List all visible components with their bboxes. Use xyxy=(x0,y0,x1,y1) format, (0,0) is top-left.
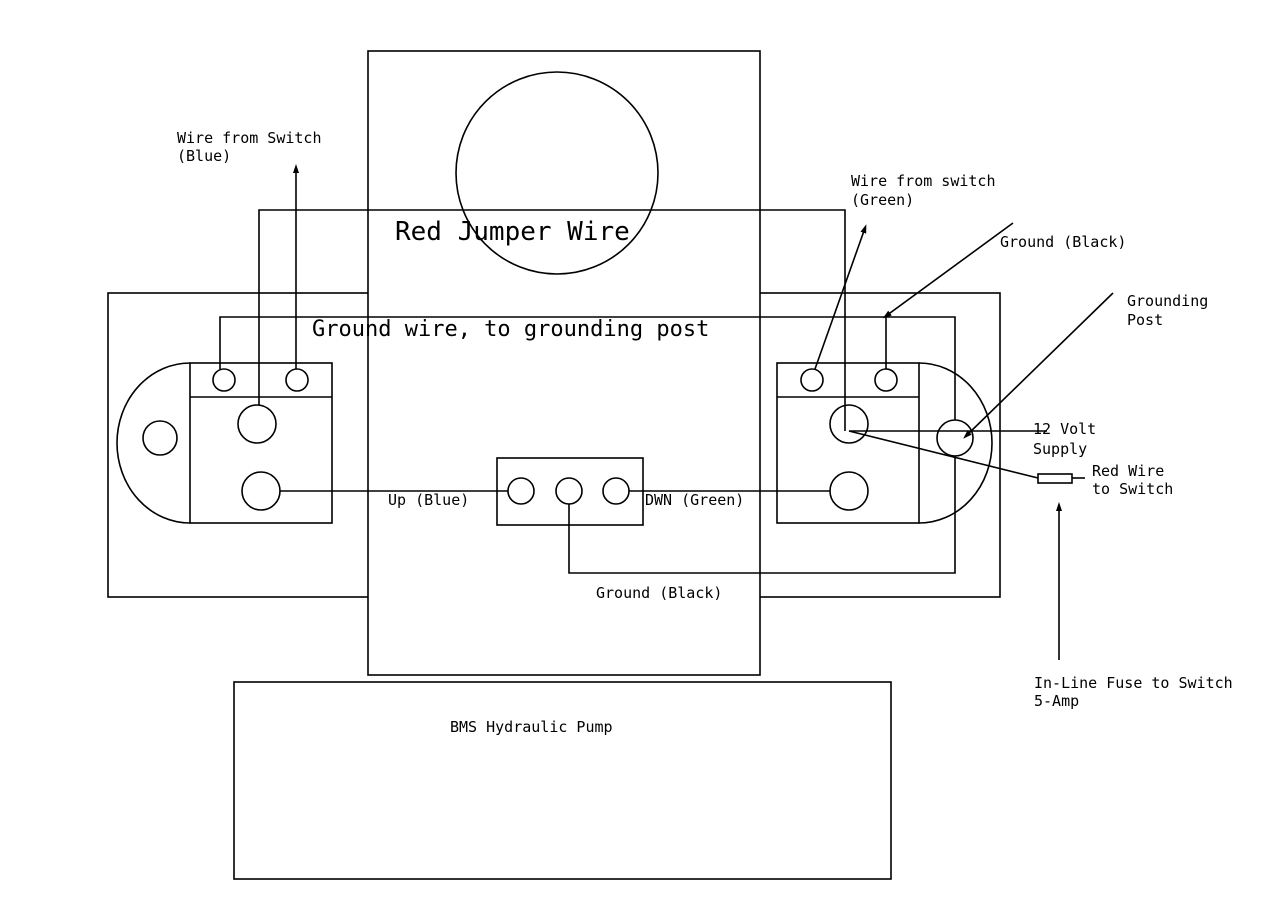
red-wire-switch-label-2: to Switch xyxy=(1092,480,1173,498)
left-small-terminal-1 xyxy=(212,368,236,392)
blue-wire-label-2: (Blue) xyxy=(177,147,231,165)
motor-connector-block xyxy=(496,457,644,526)
fuse-label-2: 5-Amp xyxy=(1034,692,1079,710)
red-wire-switch-label-1: Red Wire xyxy=(1092,462,1164,480)
ground-black-bottom-label: Ground (Black) xyxy=(596,584,722,602)
grounding-post-label-2: Post xyxy=(1127,311,1163,329)
right-solenoid-mount xyxy=(918,362,993,524)
hydraulic-pump xyxy=(233,681,892,880)
green-wire-label-2: (Green) xyxy=(851,191,914,209)
left-large-terminal-top xyxy=(237,404,277,444)
ground-black-wire xyxy=(568,456,956,574)
dwn-green-label: DWN (Green) xyxy=(645,491,744,509)
right-small-terminal-1 xyxy=(800,368,824,392)
pump-label: BMS Hydraulic Pump xyxy=(450,718,613,736)
supply-label-1: 12 Volt xyxy=(1033,420,1096,438)
green-wire-leader xyxy=(814,224,867,370)
ground-wire xyxy=(219,316,956,420)
up-blue-label: Up (Blue) xyxy=(388,491,469,509)
grounding-post-leader xyxy=(963,292,1114,439)
red-wire-to-switch xyxy=(848,430,1039,479)
left-solenoid-mount xyxy=(116,362,191,524)
grounding-post xyxy=(936,419,974,457)
right-large-terminal-top xyxy=(829,404,869,444)
ground-wire-label: Ground wire, to grounding post xyxy=(312,317,709,342)
grounding-post-label-1: Grounding xyxy=(1127,292,1208,310)
green-wire-label-1: Wire from switch xyxy=(851,172,996,190)
blue-wire-label-1: Wire from Switch xyxy=(177,129,322,147)
fuse-label-1: In-Line Fuse to Switch xyxy=(1034,674,1233,692)
left-small-terminal-2 xyxy=(285,368,309,392)
ground-black-top-label: Ground (Black) xyxy=(1000,233,1126,251)
red-jumper-label: Red Jumper Wire xyxy=(395,217,630,247)
left-mount-hole xyxy=(142,420,178,456)
red-jumper-wire xyxy=(258,209,846,431)
inline-fuse xyxy=(1037,473,1073,484)
reservoir-cap xyxy=(455,71,659,275)
supply-label-2: Supply xyxy=(1033,440,1087,458)
reservoir-tank xyxy=(367,50,761,676)
